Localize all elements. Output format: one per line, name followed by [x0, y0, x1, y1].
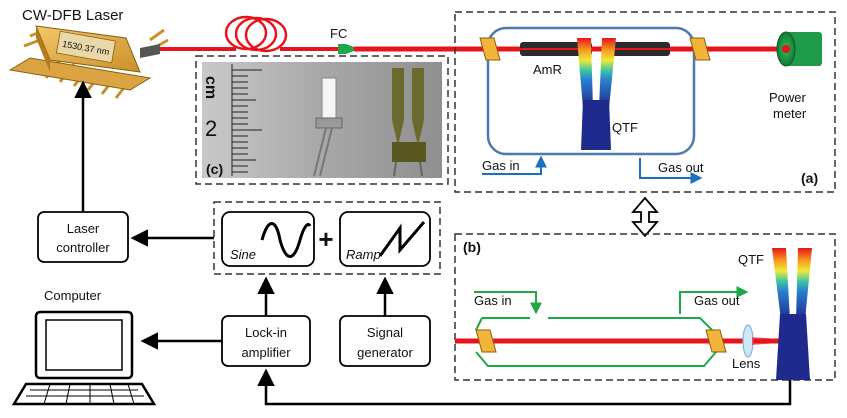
panel-c-label: (c)	[206, 161, 223, 177]
sine-label: Sine	[230, 247, 256, 262]
ramp-wave-icon	[378, 221, 426, 257]
qtf-b-label: QTF	[738, 252, 764, 267]
photo-qtf-fork	[392, 68, 426, 177]
gas-out-label-a: Gas out	[658, 160, 704, 175]
gas-cell-b-bottom	[475, 351, 717, 367]
lockin-label-1: Lock-in	[245, 325, 287, 340]
laser-package-side	[36, 26, 50, 72]
window-right-b	[705, 329, 727, 353]
lens-b	[742, 324, 754, 358]
ramp-label: Ramp	[346, 247, 381, 262]
signal-generator-label-2: generator	[357, 345, 413, 360]
window-right-a	[689, 37, 711, 61]
panel-a-label: (a)	[801, 170, 818, 186]
laser-controller-label-1: Laser	[67, 221, 100, 236]
fc-label: FC	[330, 26, 347, 41]
lens-label: Lens	[732, 356, 761, 371]
ramp-box	[339, 211, 431, 267]
panel-a-border	[454, 11, 836, 193]
sine-box	[221, 211, 315, 267]
laser-controller-label-2: controller	[56, 240, 110, 255]
panel-b-label: (b)	[463, 239, 481, 255]
arrow-qtf-to-lockin	[257, 368, 792, 406]
photo-cm-label: cm	[202, 76, 219, 99]
photo-qtf-can	[313, 77, 343, 177]
fiber-and-beam	[160, 15, 780, 54]
computer-label: Computer	[44, 288, 102, 303]
laser-label: CW-DFB Laser	[22, 7, 123, 24]
photo-2-label: 2	[205, 116, 217, 141]
qtf-b	[772, 248, 812, 380]
gas-out-arrow-b	[679, 286, 749, 314]
power-meter-label-1: Power	[769, 90, 807, 105]
window-left-b	[475, 329, 497, 353]
modulation-group-border	[213, 201, 441, 275]
panel-c-border	[195, 55, 449, 185]
lockin-label-2: amplifier	[241, 345, 291, 360]
laser-pigtail-boot	[140, 44, 160, 58]
qtf-a-label: QTF	[612, 120, 638, 135]
panel-b-border	[454, 233, 836, 381]
gas-out-arrow-a	[639, 158, 703, 184]
gas-in-arrow-a	[482, 155, 547, 175]
power-meter	[776, 31, 822, 67]
gas-out-label-b: Gas out	[694, 293, 740, 308]
photo-ruler	[231, 64, 262, 176]
gas-cell-a	[486, 26, 696, 156]
gas-in-label-a: Gas in	[482, 158, 520, 173]
amr-label: AmR	[533, 62, 562, 77]
switch-double-arrow	[631, 196, 659, 238]
signal-generator-label-1: Signal	[367, 325, 403, 340]
laser-label-chip	[56, 30, 116, 64]
power-meter-label-2: meter	[773, 106, 807, 121]
fiber-collimator-fc	[338, 44, 346, 54]
qtf-a	[577, 38, 616, 150]
gas-in-label-b: Gas in	[474, 293, 512, 308]
window-left-a	[479, 37, 501, 61]
cw-dfb-laser: 1530.37 nm	[8, 25, 169, 99]
computer-icon	[11, 310, 157, 406]
plus-sign: +	[318, 224, 333, 254]
gas-in-arrow-b	[474, 291, 542, 315]
sine-wave-icon	[260, 222, 312, 258]
